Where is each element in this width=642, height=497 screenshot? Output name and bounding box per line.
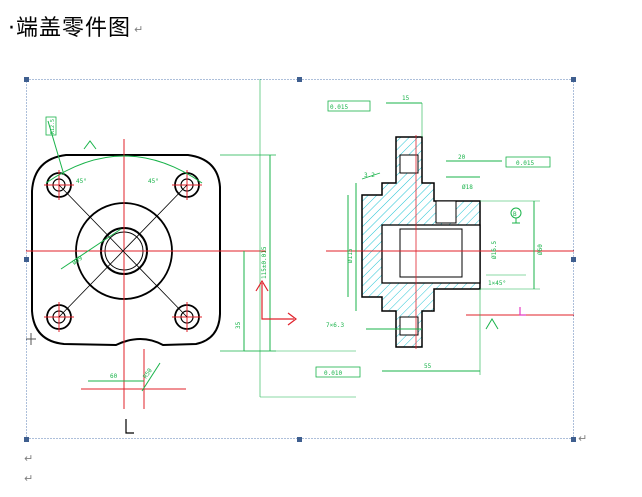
paragraph-mark-line-1: ↵ — [24, 452, 34, 465]
section-view — [315, 100, 574, 378]
angle-b-label: 45° — [148, 178, 159, 185]
chamfer-label: 1×45° — [488, 280, 506, 287]
dim-right-b: Ø115 — [347, 248, 354, 263]
small-height-label: 35 — [235, 321, 242, 329]
resize-handle-right[interactable] — [571, 257, 576, 262]
bottom-width-label: 60 — [110, 373, 118, 380]
hole-label: Ø16.5 — [491, 241, 498, 259]
paragraph-mark-frame: ↵ — [578, 432, 588, 445]
resize-handle-bottom[interactable] — [297, 437, 302, 442]
thread-label: 7×6.3 — [326, 322, 344, 329]
document-title: ·端盖零件图↵ — [8, 10, 144, 42]
tolerance-bottom: 0.010 — [324, 370, 342, 377]
bolt-circle-label: Ø89 — [71, 254, 84, 266]
paragraph-mark-line-2: ↵ — [24, 472, 34, 485]
roughness-label: 3.2 — [364, 172, 375, 179]
paragraph-mark: ↵ — [134, 22, 145, 36]
title-text: ·端盖零件图 — [8, 16, 131, 41]
datum-label: B — [513, 211, 517, 218]
corner-radius-label: R12.5 — [50, 119, 56, 134]
dim-top: 15 — [402, 95, 410, 102]
tolerance-top: 0.015 — [330, 104, 348, 111]
bore-label: Ø18 — [462, 184, 473, 191]
resize-handle-top[interactable] — [297, 77, 302, 82]
resize-handle-top-left[interactable] — [24, 77, 29, 82]
resize-handle-top-right[interactable] — [571, 77, 576, 82]
dim-bottom: 55 — [424, 363, 432, 370]
angle-a-label: 45° — [76, 178, 87, 185]
drawing-canvas: 45° 45° Ø89 115±0.015 35 60 R50 R12.5 — [26, 79, 574, 439]
resize-handle-bottom-right[interactable] — [571, 437, 576, 442]
overall-height-label: 115±0.015 — [261, 246, 268, 279]
tolerance-right: 0.015 — [516, 160, 534, 167]
engineering-drawing[interactable]: 45° 45° Ø89 115±0.015 35 60 R50 R12.5 — [26, 79, 574, 439]
dim-mid: 20 — [458, 154, 466, 161]
resize-handle-bottom-left[interactable] — [24, 437, 29, 442]
resize-handle-left[interactable] — [24, 257, 29, 262]
front-view — [26, 79, 356, 434]
dim-right-a: Ø60 — [537, 244, 544, 255]
